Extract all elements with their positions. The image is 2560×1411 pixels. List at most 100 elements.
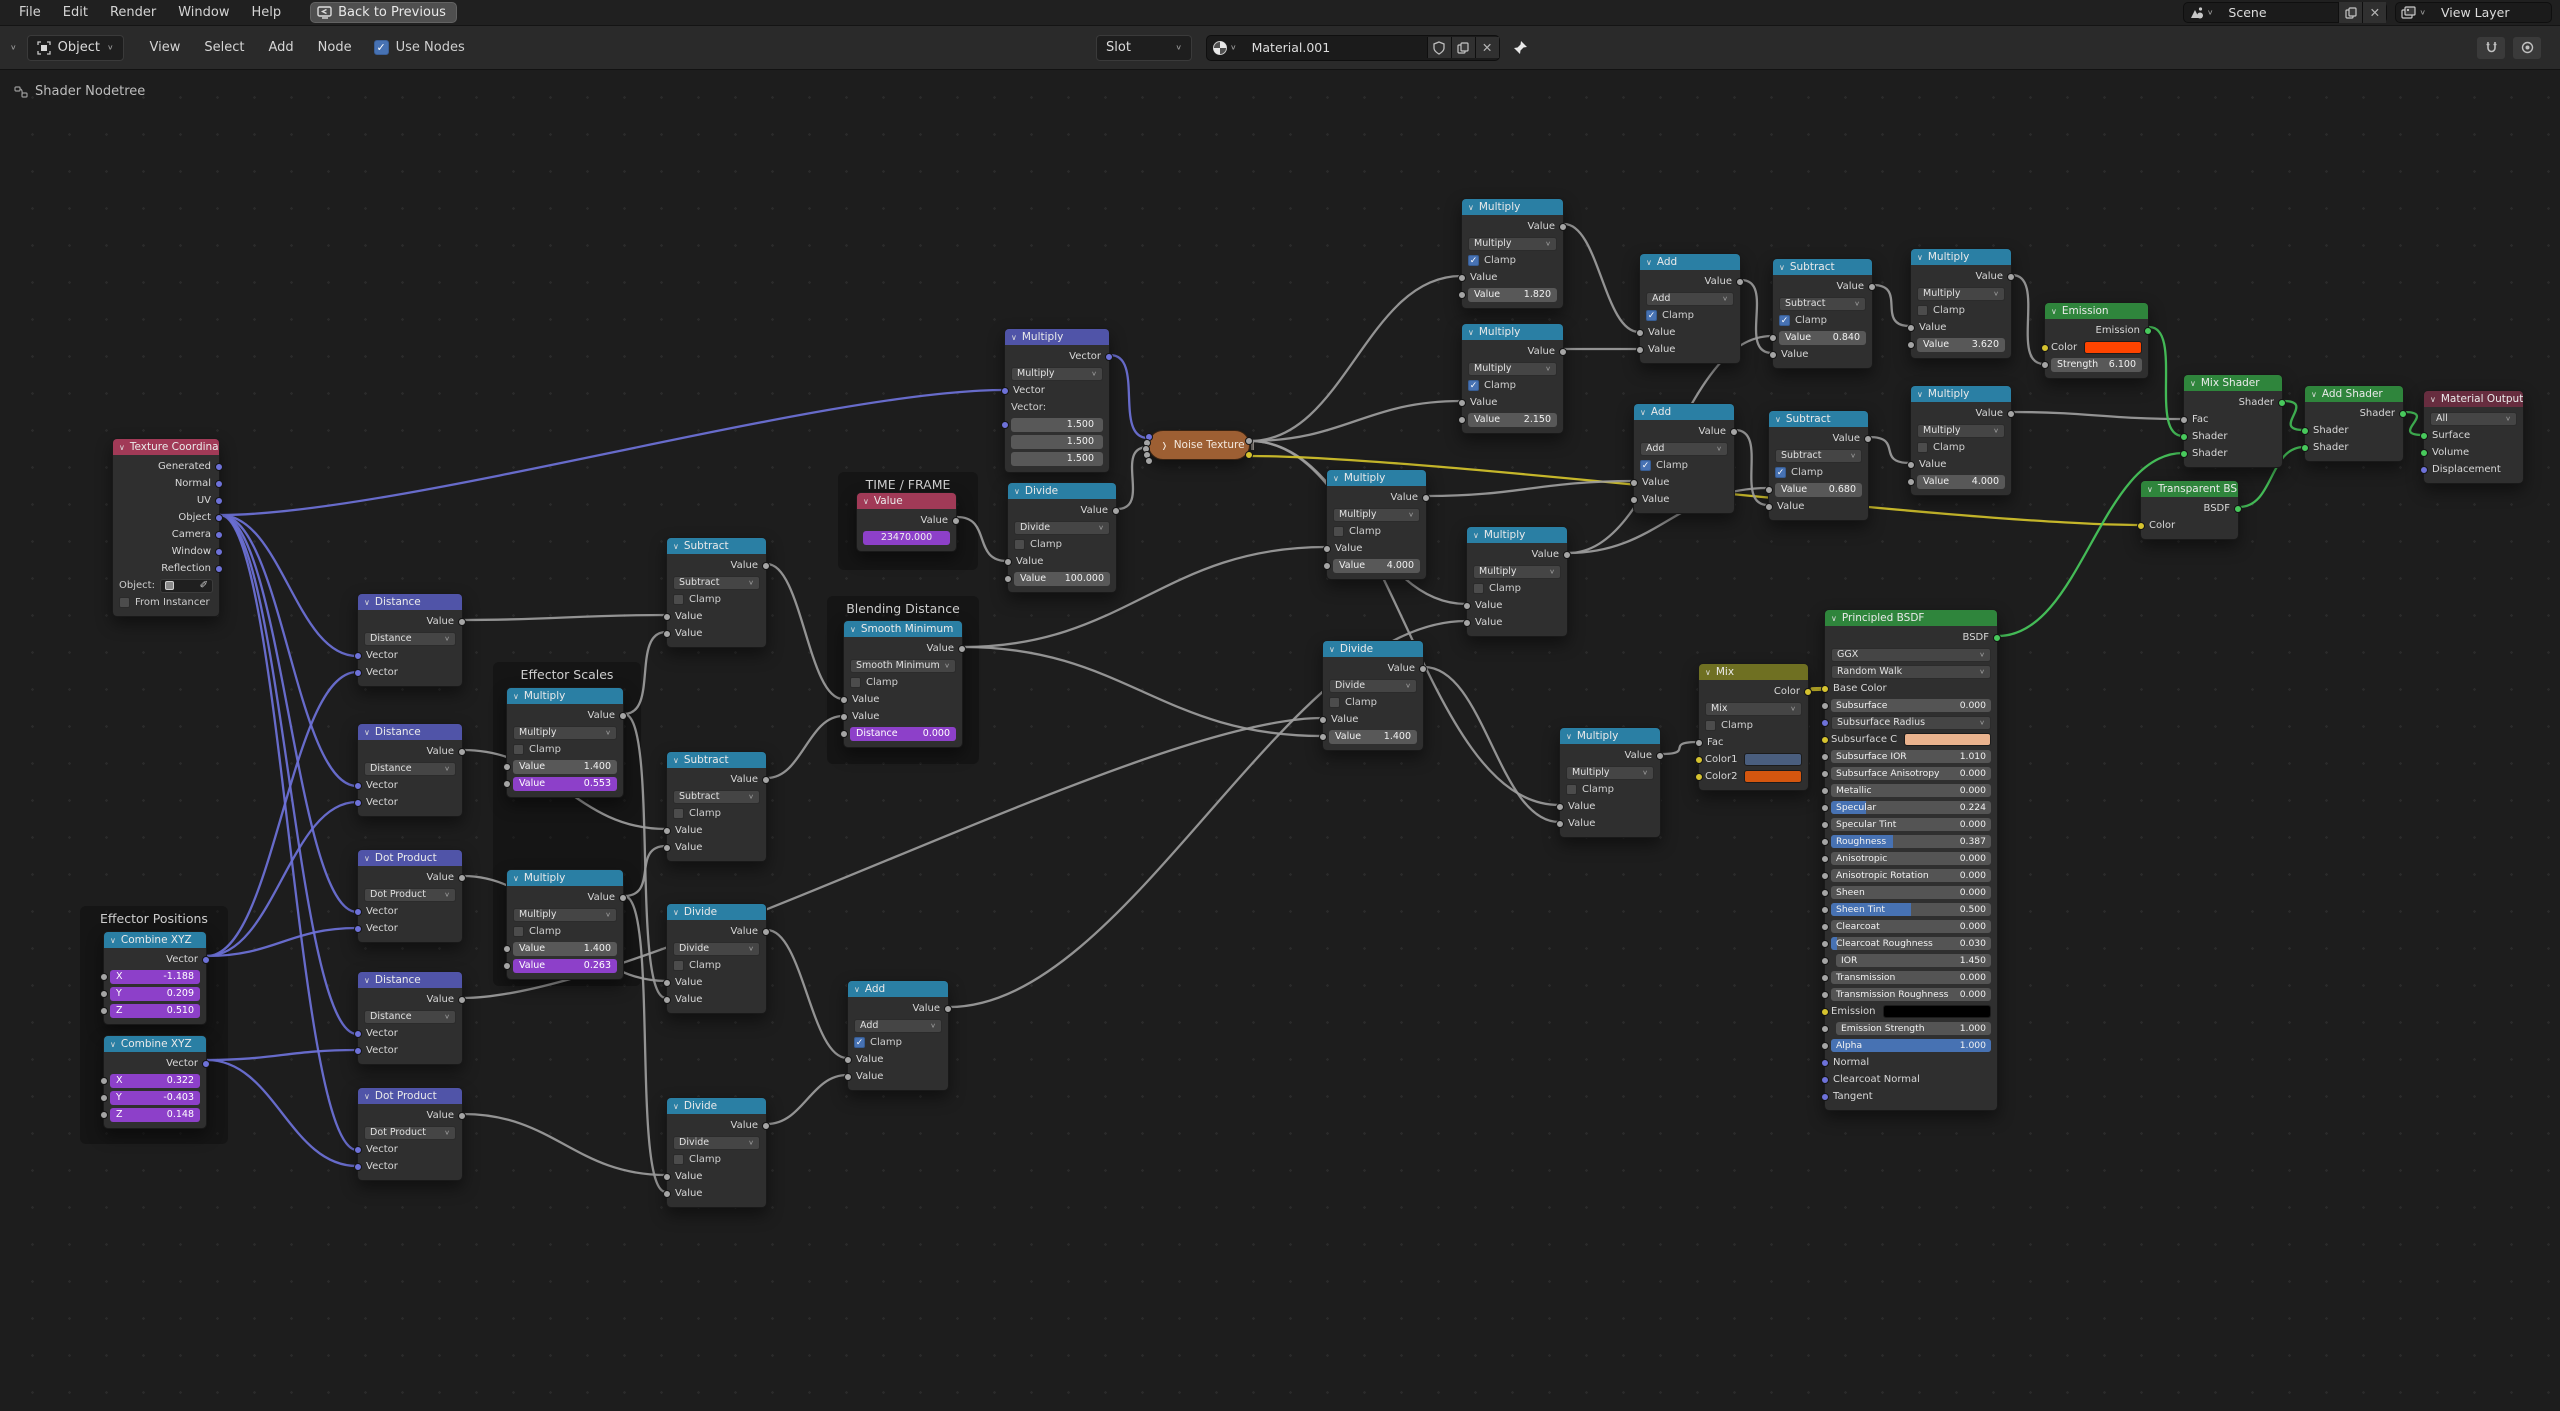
divide-2-header[interactable]: ∨Divide xyxy=(667,1098,766,1114)
use-nodes-toggle[interactable]: ✓ Use Nodes xyxy=(373,40,465,55)
shader-type-dropdown[interactable]: Object ∨ xyxy=(26,34,124,61)
add-clamp-bottom-checkbox-clamp[interactable]: ✓ xyxy=(854,1037,865,1048)
socket[interactable] xyxy=(762,775,770,784)
distance-1-header[interactable]: ∨Distance xyxy=(358,594,462,610)
socket[interactable] xyxy=(354,781,362,790)
principled-bsdf-dropdown-random-walk[interactable]: Random Walk∨ xyxy=(1831,664,1991,679)
multiply-2150-header[interactable]: ∨Multiply xyxy=(1462,324,1563,340)
multiply-vector-dropdown-multiply[interactable]: Multiply∨ xyxy=(1011,366,1103,381)
principled-bsdf-dropdown-ggx[interactable]: GGX∨ xyxy=(1831,647,1991,662)
socket[interactable] xyxy=(1630,495,1638,504)
divide-1-header[interactable]: ∨Divide xyxy=(667,904,766,920)
divide-2-checkbox-clamp[interactable] xyxy=(673,1154,684,1165)
socket[interactable] xyxy=(1458,398,1466,407)
socket[interactable] xyxy=(1821,1075,1829,1084)
distance-2-header[interactable]: ∨Distance xyxy=(358,724,462,740)
material-name-field[interactable]: Material.001 xyxy=(1251,40,1331,55)
socket[interactable] xyxy=(1559,222,1567,231)
socket[interactable] xyxy=(1319,732,1327,741)
socket[interactable] xyxy=(1422,493,1430,502)
socket[interactable] xyxy=(762,561,770,570)
material-datablock[interactable]: ∨ Material.001 ✕ xyxy=(1206,34,1500,61)
socket[interactable] xyxy=(663,826,671,835)
socket[interactable] xyxy=(840,712,848,721)
frame-value-number-field[interactable]: 23470.000 xyxy=(863,530,950,545)
multiply-4000-a-header[interactable]: ∨Multiply xyxy=(1327,470,1426,486)
socket[interactable] xyxy=(1907,460,1915,469)
socket[interactable] xyxy=(619,711,627,720)
socket[interactable] xyxy=(619,893,627,902)
socket[interactable] xyxy=(663,629,671,638)
socket[interactable] xyxy=(354,651,362,660)
socket[interactable] xyxy=(1821,905,1829,914)
socket[interactable] xyxy=(663,1189,671,1198)
socket[interactable] xyxy=(1821,786,1829,795)
socket[interactable] xyxy=(503,762,511,771)
socket[interactable] xyxy=(2420,465,2428,474)
texture-coordinate-checkbox-from-instancer[interactable] xyxy=(119,597,130,608)
socket[interactable] xyxy=(1821,990,1829,999)
add-1-header[interactable]: ∨Add xyxy=(1640,254,1740,270)
socket[interactable] xyxy=(354,1029,362,1038)
socket[interactable] xyxy=(944,1004,952,1013)
combine-xyz-1-slider-x[interactable]: X-1.188 xyxy=(110,969,200,984)
socket[interactable] xyxy=(1463,618,1471,627)
socket[interactable] xyxy=(1821,752,1829,761)
divide-1400-header[interactable]: ∨Divide xyxy=(1323,641,1423,657)
socket[interactable] xyxy=(1656,751,1664,760)
socket[interactable] xyxy=(1907,340,1915,349)
socket[interactable] xyxy=(202,955,210,964)
add-1-checkbox-clamp[interactable]: ✓ xyxy=(1646,310,1657,321)
add-2-checkbox-clamp[interactable]: ✓ xyxy=(1640,460,1651,471)
socket[interactable] xyxy=(1695,755,1703,764)
divide-1400-checkbox-clamp[interactable] xyxy=(1329,697,1340,708)
add-clamp-bottom-dropdown-add[interactable]: Add∨ xyxy=(854,1018,942,1033)
socket[interactable] xyxy=(2007,409,2015,418)
socket[interactable] xyxy=(1001,386,1009,395)
socket[interactable] xyxy=(1821,820,1829,829)
socket[interactable] xyxy=(458,873,466,882)
smooth-minimum-dropdown-smooth-minimum[interactable]: Smooth Minimum∨ xyxy=(850,658,956,673)
menu-select[interactable]: Select xyxy=(204,40,245,55)
view-layer-selector[interactable]: ∨ View Layer xyxy=(2395,2,2552,23)
socket[interactable] xyxy=(1112,506,1120,515)
smooth-minimum-checkbox-clamp[interactable] xyxy=(850,677,861,688)
subtract-0840-checkbox-clamp[interactable]: ✓ xyxy=(1779,315,1790,326)
node-transparent-bsdf[interactable]: ∨Transparent BSDFBSDFColor xyxy=(2137,480,2242,540)
socket[interactable] xyxy=(458,1111,466,1120)
socket[interactable] xyxy=(1458,290,1466,299)
texture-coordinate-header[interactable]: ∨Texture Coordinate xyxy=(113,439,219,455)
socket[interactable] xyxy=(663,1172,671,1181)
socket[interactable] xyxy=(2301,443,2309,452)
socket[interactable] xyxy=(1821,1058,1829,1067)
socket[interactable] xyxy=(1563,550,1571,559)
multiply-1820-header[interactable]: ∨Multiply xyxy=(1462,199,1563,215)
socket[interactable] xyxy=(354,1145,362,1154)
subtract-2-dropdown-subtract[interactable]: Subtract∨ xyxy=(673,789,760,804)
socket[interactable] xyxy=(1695,772,1703,781)
socket[interactable] xyxy=(1821,973,1829,982)
principled-bsdf-color-swatch-emission[interactable] xyxy=(1882,1004,1991,1019)
socket[interactable] xyxy=(1821,1024,1829,1033)
socket[interactable] xyxy=(458,995,466,1004)
socket[interactable] xyxy=(1556,819,1564,828)
socket[interactable] xyxy=(1556,802,1564,811)
multiply-3620-header[interactable]: ∨Multiply xyxy=(1911,249,2011,265)
